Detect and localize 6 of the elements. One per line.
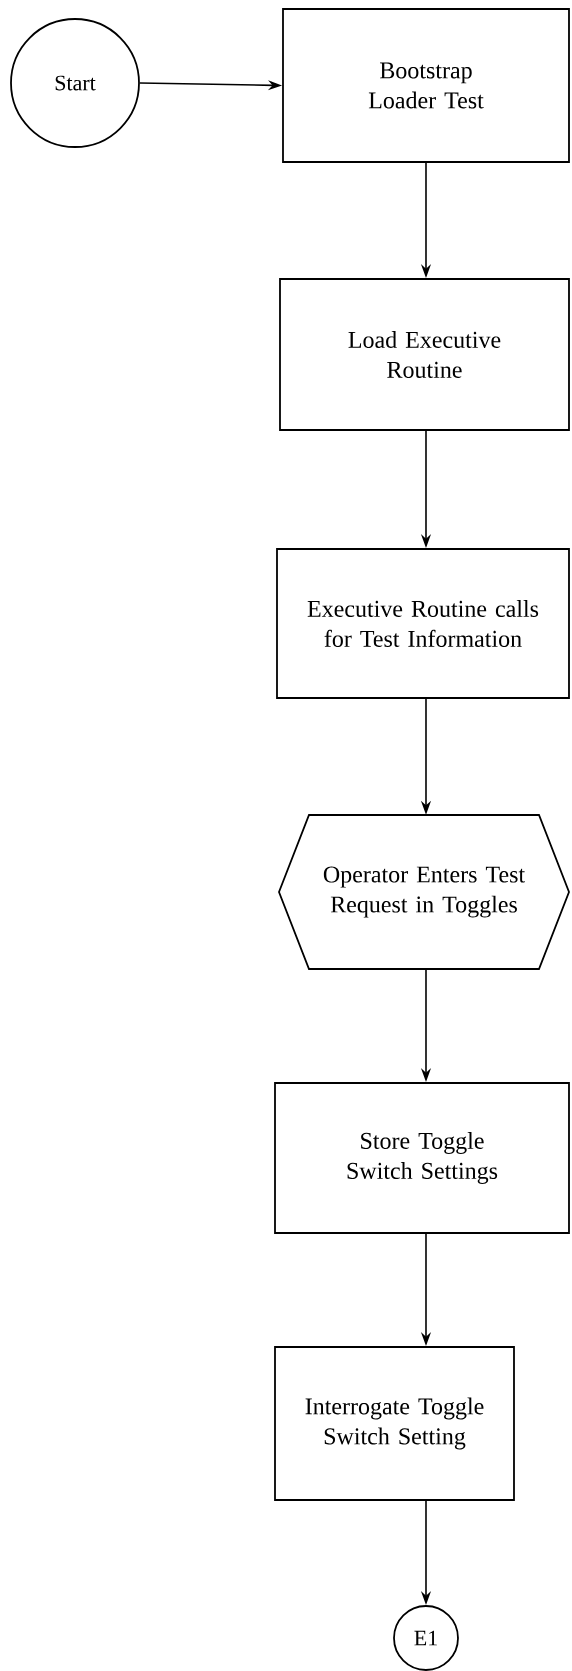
process-box: Bootstrap Loader Test (282, 8, 570, 163)
process-box: Load Executive Routine (279, 278, 570, 431)
process-box: Store Toggle Switch Settings (274, 1082, 570, 1234)
process-box: Interrogate Toggle Switch Setting (274, 1346, 515, 1501)
input-hexagon: Operator Enters Test Request in Toggles (278, 814, 570, 970)
process-box: Executive Routine calls for Test Information (276, 548, 570, 699)
